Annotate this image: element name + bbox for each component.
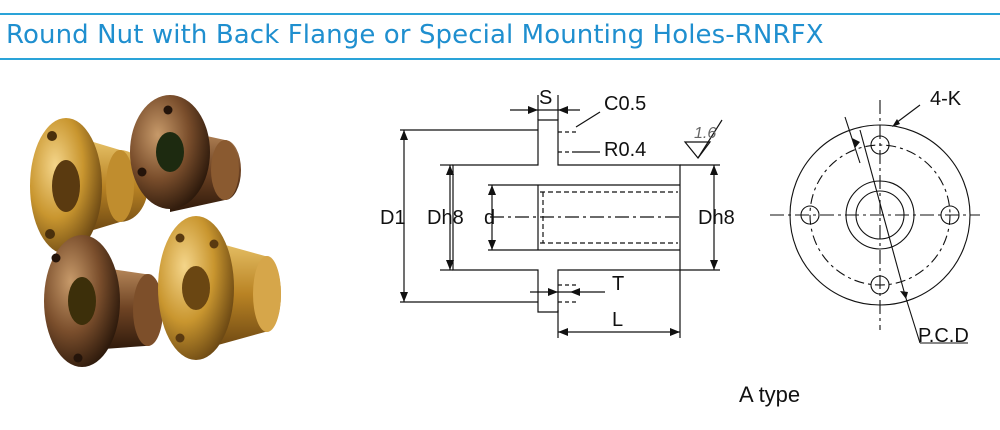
nut-gold-bottom-right [158,216,281,360]
dim-s-label: S [539,87,552,109]
header-top-rule [0,13,1000,15]
dim-dh8-right-label: Dh8 [698,207,735,229]
dim-d1-label: D1 [380,207,406,229]
dim-radius-label: R0.4 [604,139,646,161]
holes-label: 4-K [930,88,962,110]
type-caption: A type [739,382,801,407]
product-photo [30,95,281,367]
header-bottom-rule [0,58,1000,60]
dim-l-label: L [612,309,623,331]
flange-face-view: 4-K P.C.D [770,88,980,347]
dim-dh8-left-label: Dh8 [427,207,464,229]
roughness-label: 1.6 [694,125,716,142]
cross-section-drawing: S C0.5 R0.4 1.6 D1 Dh8 d Dh8 T L [380,87,735,338]
nut-copper-top-right [130,95,241,212]
pcd-label: P.C.D [918,325,969,347]
dim-t-label: T [612,273,624,295]
page-title: Round Nut with Back Flange or Special Mo… [6,20,824,50]
nut-gold-top-left [30,118,148,254]
nut-copper-bottom-left [44,235,163,367]
dim-chamfer-label: C0.5 [604,93,646,115]
dim-d-label: d [484,207,495,229]
